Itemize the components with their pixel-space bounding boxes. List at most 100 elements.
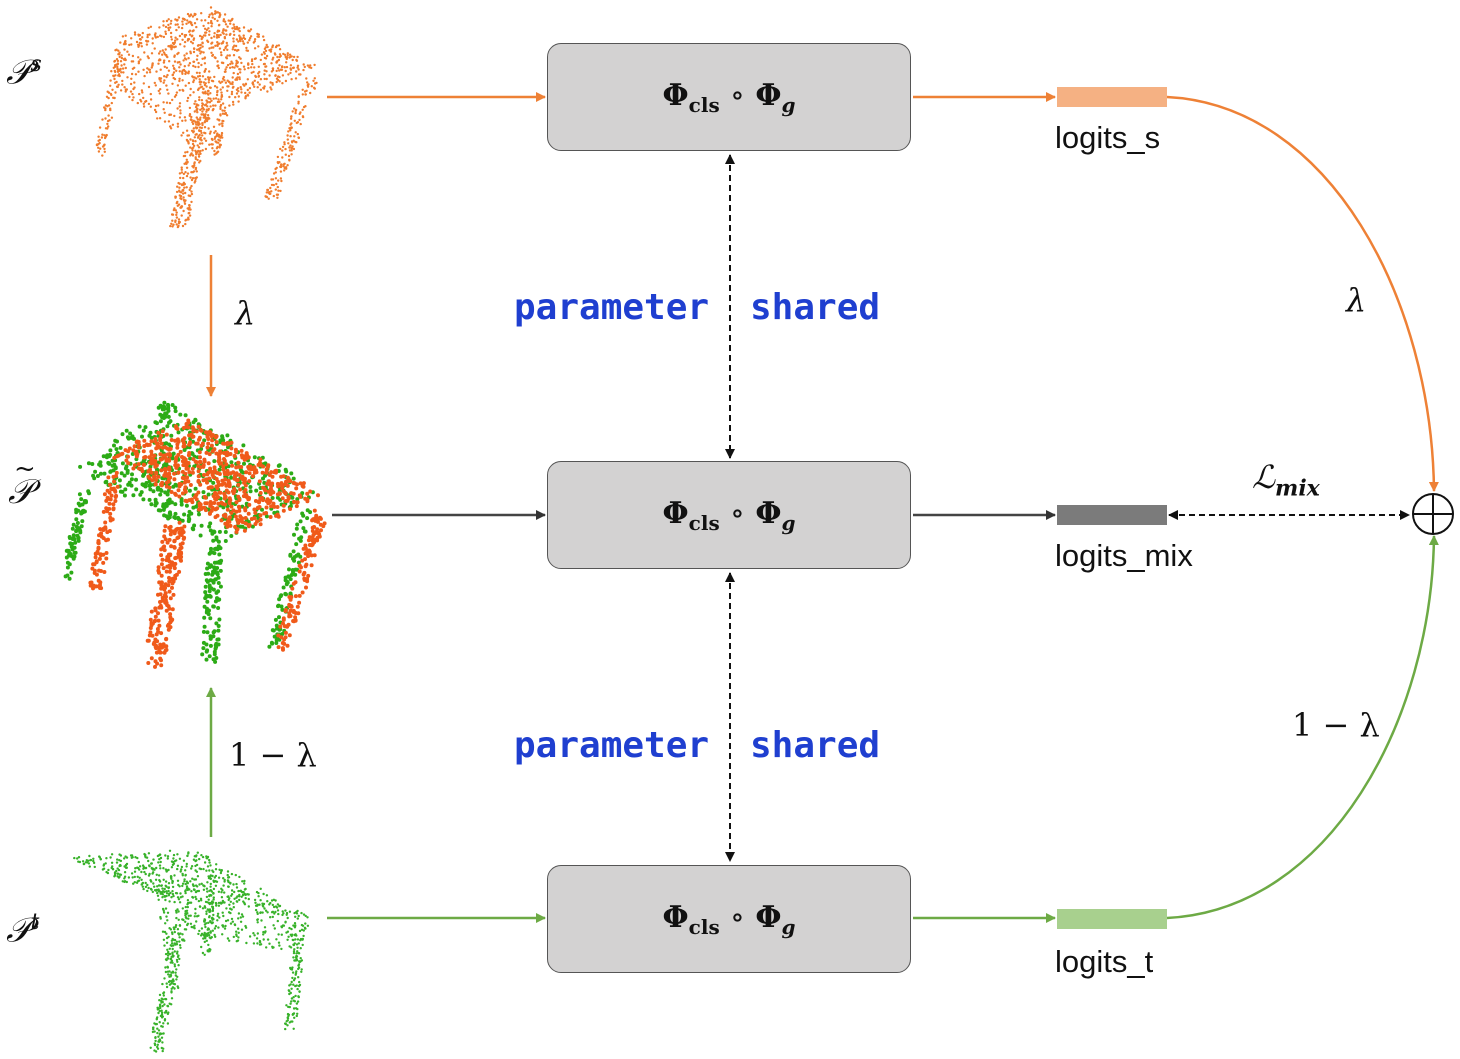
cloud-point xyxy=(129,82,133,86)
cloud-point xyxy=(125,856,129,859)
cloud-point xyxy=(171,529,176,534)
cloud-point xyxy=(205,28,209,32)
cloud-point xyxy=(286,54,289,57)
cloud-point xyxy=(167,420,171,425)
cloud-point xyxy=(253,499,258,503)
cloud-point xyxy=(177,910,180,913)
cloud-point xyxy=(153,885,156,888)
cloud-point xyxy=(253,934,256,937)
cloud-point xyxy=(195,71,199,75)
cloud-point xyxy=(206,39,209,42)
cloud-point xyxy=(204,90,207,93)
cloud-point xyxy=(185,161,188,164)
cloud-point xyxy=(198,78,201,81)
cloud-point xyxy=(287,989,290,992)
cloud-point xyxy=(214,44,217,47)
cloud-point xyxy=(283,53,287,56)
cloud-point xyxy=(158,419,163,424)
cloud-point xyxy=(191,428,196,433)
cloud-point xyxy=(197,87,200,90)
cloud-point xyxy=(169,438,174,442)
cloud-point xyxy=(186,425,191,430)
cloud-point xyxy=(204,593,209,598)
cloud-point xyxy=(212,551,217,556)
cloud-point xyxy=(219,143,222,147)
cloud-point xyxy=(159,553,164,558)
cloud-point xyxy=(180,214,183,217)
cloud-point xyxy=(200,945,203,949)
cloud-point xyxy=(168,900,171,903)
cloud-point xyxy=(288,159,291,162)
cloud-point xyxy=(219,81,222,85)
cloud-point xyxy=(171,961,174,964)
cloud-point xyxy=(174,465,179,470)
cloud-point xyxy=(262,930,265,934)
cloud-point xyxy=(293,926,297,929)
cloud-point xyxy=(176,23,179,26)
cloud-point xyxy=(181,476,186,481)
cloud-point xyxy=(98,586,102,590)
cloud-point xyxy=(212,891,215,895)
cloud-point xyxy=(261,476,265,481)
cloud-point xyxy=(119,68,122,72)
cloud-point xyxy=(163,582,168,587)
cloud-point xyxy=(259,911,262,914)
cloud-point xyxy=(294,131,297,134)
cloud-point xyxy=(188,106,192,110)
cloud-point xyxy=(163,944,166,947)
cloud-point xyxy=(204,147,208,151)
cloud-point xyxy=(221,80,224,83)
cloud-point xyxy=(276,55,279,59)
cloud-point xyxy=(103,150,107,153)
cloud-point xyxy=(284,147,287,151)
cloud-point xyxy=(145,71,149,74)
cloud-point xyxy=(191,15,195,18)
cloud-point xyxy=(183,45,186,48)
cloud-point xyxy=(141,91,144,94)
cloud-point xyxy=(81,860,85,863)
logits-mix-bar xyxy=(1057,505,1167,525)
cloud-point xyxy=(280,486,285,491)
cloud-point xyxy=(241,894,245,897)
cloud-point xyxy=(149,623,154,628)
cloud-point xyxy=(182,487,187,492)
cloud-point xyxy=(211,41,214,44)
cloud-point xyxy=(154,35,157,38)
cloud-point xyxy=(220,891,223,894)
cloud-point xyxy=(162,878,165,881)
cloud-point xyxy=(174,219,177,222)
cloud-point xyxy=(206,890,209,893)
cloud-point xyxy=(312,79,315,83)
cloud-point xyxy=(212,560,217,565)
cloud-point xyxy=(302,913,306,916)
cloud-point xyxy=(222,877,225,880)
cloud-point xyxy=(113,875,116,878)
cloud-point xyxy=(252,507,257,512)
cloud-point xyxy=(252,70,255,74)
cloud-point xyxy=(225,33,228,36)
cloud-point xyxy=(197,512,201,517)
cloud-point xyxy=(199,108,202,112)
cloud-point xyxy=(154,1039,157,1043)
cloud-point xyxy=(268,486,273,491)
cloud-point xyxy=(286,916,289,920)
cloud-point xyxy=(239,916,242,919)
cloud-point xyxy=(262,905,265,908)
cloud-point xyxy=(155,888,158,892)
cloud-point xyxy=(167,69,171,72)
cloud-point xyxy=(184,119,187,122)
cloud-point xyxy=(208,869,211,872)
cloud-point xyxy=(175,213,178,217)
cloud-point xyxy=(205,856,208,860)
cloud-point xyxy=(201,45,204,48)
cloud-point xyxy=(172,477,177,482)
cloud-point xyxy=(175,445,180,450)
cloud-point xyxy=(158,1009,161,1013)
cloud-point xyxy=(178,102,182,105)
cloud-point xyxy=(301,484,306,489)
cloud-point xyxy=(175,916,178,920)
cloud-point xyxy=(93,865,97,869)
cloud-point xyxy=(262,892,265,896)
cloud-point xyxy=(275,69,278,73)
cloud-point xyxy=(287,154,291,158)
